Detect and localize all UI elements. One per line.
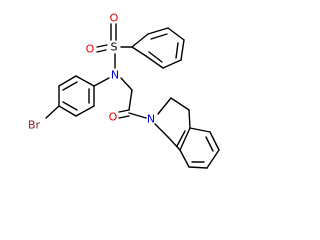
atom-labels: S O O N Br O N [28, 12, 155, 132]
bond [209, 131, 220, 151]
bond [62, 81, 78, 91]
bond [58, 75, 77, 87]
atom-nitrogen-ring: N [147, 113, 155, 126]
bond [150, 33, 168, 40]
bond [145, 55, 164, 69]
bond [131, 33, 149, 48]
bond [96, 49, 107, 53]
bond [96, 44, 108, 48]
bond [205, 136, 214, 152]
molecule-structure-diagram: S O O N Br O N [28, 12, 220, 169]
bond [180, 39, 185, 61]
atom-oxygen-sulfonyl-top: O [110, 12, 119, 25]
bond [148, 51, 163, 63]
bond [128, 89, 133, 111]
bond [147, 27, 169, 35]
bond [75, 105, 95, 117]
atom-oxygen-carbonyl: O [109, 111, 118, 124]
atom-oxygen-sulfonyl-left: O [86, 43, 95, 56]
bond [62, 101, 78, 111]
bond [93, 77, 110, 87]
bond [128, 112, 147, 119]
bond [189, 127, 211, 133]
bond [118, 115, 130, 119]
atom-bromine: Br [28, 119, 41, 132]
bond [176, 130, 186, 147]
bond [179, 127, 191, 151]
bond [175, 42, 179, 59]
bond [188, 166, 208, 169]
bond [170, 97, 190, 111]
bond [167, 136, 181, 151]
bond [118, 109, 130, 113]
bond [206, 149, 220, 169]
atom-nitrogen-sulfonamide: N [111, 69, 119, 82]
bond [188, 109, 191, 129]
bond [157, 97, 172, 115]
bond [58, 105, 77, 117]
bond [120, 77, 133, 91]
bond [154, 123, 169, 138]
bond [162, 59, 182, 69]
bond [167, 27, 185, 41]
bond [45, 105, 60, 119]
bond [131, 46, 147, 57]
bonds [45, 23, 220, 169]
atom-sulfur: S [111, 41, 118, 54]
bond [179, 149, 190, 168]
bond [75, 75, 95, 87]
